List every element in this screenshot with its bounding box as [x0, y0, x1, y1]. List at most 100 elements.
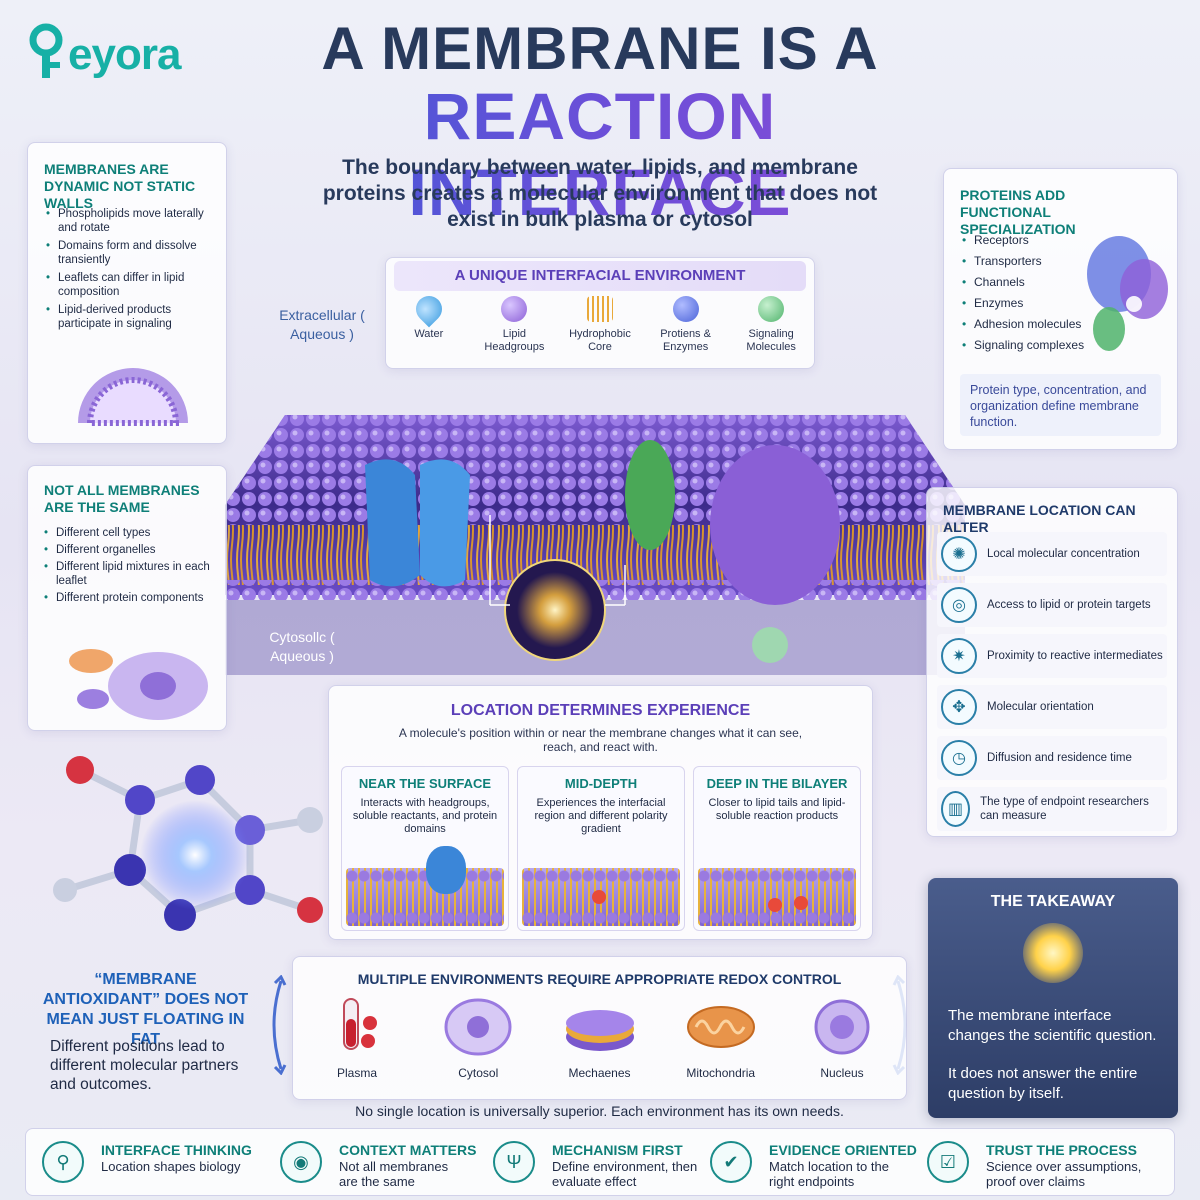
env-item-lipid-headgroups: Lipid Headgroups	[474, 296, 554, 354]
nucleus-icon	[814, 999, 870, 1055]
column-near-surface: NEAR THE SURFACE Interacts with headgrou…	[341, 766, 509, 931]
principle-evidence-oriented: ✔ EVIDENCE ORIENTED Match location to th…	[694, 1129, 919, 1197]
list-item: Adhesion molecules	[962, 317, 1084, 331]
env-item-hydrophobic-core: Hydrophobic Core	[560, 296, 640, 354]
list-item: ◎ Access to lipid or protein targets	[937, 583, 1167, 627]
lipid-tails-icon	[586, 296, 613, 322]
bar-chart-icon: ▥	[941, 791, 971, 827]
stopwatch-icon: ◷	[941, 740, 977, 776]
vesicle-illustration	[78, 368, 188, 426]
list-item: Channels	[962, 275, 1084, 289]
membrane-location-card: MEMBRANE LOCATION CAN ALTER ✺ Local mole…	[926, 487, 1178, 837]
takeaway-title: THE TAKEAWAY	[990, 893, 1116, 910]
lightbulb-icon	[1023, 923, 1083, 983]
column-text: Experiences the interfacial region and d…	[534, 797, 668, 835]
brand-name: eyora	[68, 30, 181, 79]
brand-logo: eyora	[28, 14, 228, 84]
panel-title: MULTIPLE ENVIRONMENTS REQUIRE APPROPRIAT…	[357, 971, 842, 987]
list-item: Domains form and dissolve transiently	[46, 239, 221, 267]
list-item: Lipid-derived products participate in si…	[46, 303, 221, 331]
redox-control-panel: MULTIPLE ENVIRONMENTS REQUIRE APPROPRIAT…	[292, 956, 907, 1100]
column-title: NEAR THE SURFACE	[358, 776, 492, 791]
list-item: ◷ Diffusion and residence time	[937, 736, 1167, 780]
bilayer-illustration	[698, 868, 856, 926]
not-all-membranes-card: NOT ALL MEMBRANES ARE THE SAME Different…	[27, 465, 227, 731]
antioxidant-text: Different positions lead to different mo…	[50, 1038, 239, 1093]
compass-icon: ◉	[280, 1141, 322, 1183]
redox-item-plasma: Plasma	[303, 993, 411, 1093]
list-item: ✺ Local molecular concentration	[937, 532, 1167, 576]
molecule-icon	[768, 898, 782, 912]
fork-icon: Ψ	[493, 1141, 535, 1183]
list-item: Receptors	[962, 233, 1084, 247]
antioxidant-title: “MEMBRANE ANTIOXIDANT” DOES NOT MEAN JUS…	[42, 971, 249, 1048]
list-item: Different cell types	[44, 526, 219, 540]
redox-item-cytosol: Cytosol	[424, 993, 532, 1093]
list-item: Leaflets can differ in lipid composition	[46, 271, 221, 299]
page-title-line1: A MEMBRANE IS A	[321, 15, 879, 82]
panel-subtitle: A molecule's position within or near the…	[398, 726, 803, 754]
location-experience-panel: LOCATION DETERMINES EXPERIENCE A molecul…	[328, 685, 873, 940]
column-deep-bilayer: DEEP IN THE BILAYER Closer to lipid tail…	[693, 766, 861, 931]
environment-title: A UNIQUE INTERFACIAL ENVIRONMENT	[394, 261, 806, 291]
mitochondria-icon	[686, 1006, 755, 1048]
organelle-illustration	[69, 649, 208, 720]
redox-item-mitochondria: Mitochondria	[667, 993, 775, 1093]
principle-interface-thinking: ⚲ INTERFACE THINKING Location shapes bio…	[26, 1129, 252, 1197]
env-item-signaling-molecules: Signaling Molecules	[731, 296, 811, 354]
takeaway-line2: It does not answer the entire question b…	[948, 1065, 1138, 1102]
shield-check-icon: ✔	[710, 1141, 752, 1183]
page-title-line2: REACTION INTERFACE	[240, 78, 960, 230]
column-text: Interacts with headgroups, soluble react…	[352, 797, 498, 835]
env-item-water: Water	[389, 290, 469, 341]
target-icon: ◎	[941, 587, 977, 623]
card-title: MEMBRANES ARE DYNAMIC NOT STATIC WALLS	[44, 161, 196, 211]
column-mid-depth: MID-DEPTH Experiences the interfacial re…	[517, 766, 685, 931]
membrane-disc-icon	[565, 1010, 634, 1051]
principle-context-matters: ◉ CONTEXT MATTERS Not all membranes are …	[264, 1129, 489, 1197]
list-item: Enzymes	[962, 296, 1084, 310]
column-text: Closer to lipid tails and lipid-soluble …	[708, 797, 846, 822]
molecule-icon	[794, 896, 808, 910]
column-title: MID-DEPTH	[564, 776, 638, 791]
concentration-icon: ✺	[941, 536, 977, 572]
key-icon	[29, 23, 63, 78]
redox-footer: No single location is universally superi…	[355, 1103, 844, 1119]
principles-bar: ⚲ INTERFACE THINKING Location shapes bio…	[25, 1128, 1175, 1196]
list-item: Different organelles	[44, 543, 219, 557]
checklist-icon: ☑	[927, 1141, 969, 1183]
principle-mechanism-first: Ψ MECHANISM FIRST Define environment, th…	[477, 1129, 702, 1197]
card-title: NOT ALL MEMBRANES ARE THE SAME	[44, 482, 200, 515]
redox-item-nucleus: Nucleus	[788, 993, 896, 1093]
list-item: ✷ Proximity to reactive intermediates	[937, 634, 1167, 678]
signal-molecule-icon	[758, 296, 785, 322]
bilayer-illustration	[522, 868, 680, 926]
list-item: Transporters	[962, 254, 1084, 268]
list-item: ▥ The type of endpoint researchers can m…	[937, 787, 1167, 831]
page-subtitle: The boundary between water, lipids, and …	[322, 156, 878, 231]
interfacial-environment-panel: A UNIQUE INTERFACIAL ENVIRONMENT Water L…	[385, 257, 815, 369]
cytosolic-label: Cytosollc ( Aqueous )	[269, 629, 335, 664]
env-item-proteins-enzymes: Protiens & Enzymes	[646, 296, 726, 354]
protein-icon	[672, 296, 699, 322]
water-drop-icon	[410, 290, 448, 328]
dynamic-membranes-card: MEMBRANES ARE DYNAMIC NOT STATIC WALLS P…	[27, 142, 227, 444]
membrane-illustration	[225, 415, 965, 675]
column-title: DEEP IN THE BILAYER	[706, 776, 848, 791]
list-item: Signaling complexes	[962, 338, 1084, 352]
proteins-specialization-card: PROTEINS ADD FUNCTIONAL SPECIALIZATION R…	[943, 168, 1178, 450]
curved-arrow-icon	[272, 975, 287, 1075]
redox-item-membranes: Mechaenes	[546, 993, 654, 1093]
list-item: Different lipid mixtures in each leaflet	[44, 560, 219, 588]
list-item: ✥ Molecular orientation	[937, 685, 1167, 729]
list-item: Phospholipids move laterally and rotate	[46, 207, 221, 235]
list-item: Different protein components	[44, 591, 219, 605]
antioxidant-molecule-illustration	[53, 756, 323, 931]
extracellular-label: Extracellular ( Aqueous )	[279, 307, 365, 342]
person-molecule-icon: ⚲	[42, 1141, 84, 1183]
panel-title: LOCATION DETERMINES EXPERIENCE	[450, 702, 751, 719]
protein-icon	[426, 846, 466, 894]
bilayer-illustration	[346, 846, 504, 926]
principle-trust-process: ☑ TRUST THE PROCESS Science over assumpt…	[911, 1129, 1141, 1197]
orientation-arrows-icon: ✥	[941, 689, 977, 725]
